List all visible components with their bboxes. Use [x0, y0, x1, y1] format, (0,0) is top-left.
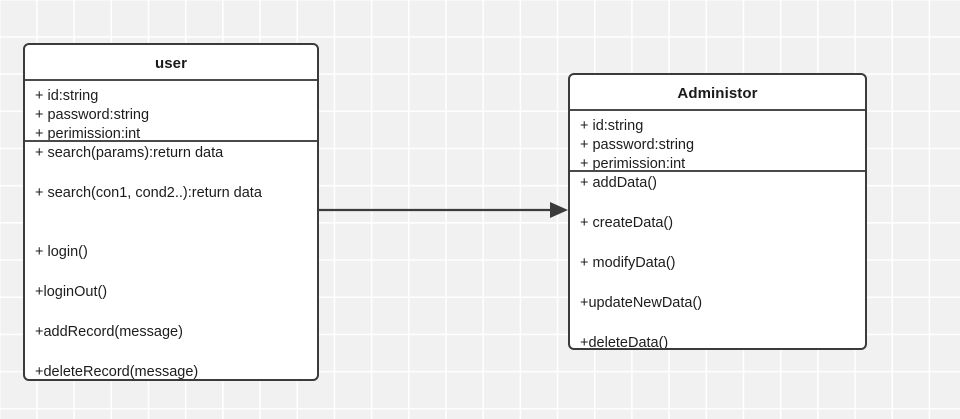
method-row: + createData() — [580, 215, 674, 231]
method-row: +addRecord(message) — [35, 324, 183, 340]
class-divider-attributes-methods — [570, 170, 865, 172]
class-divider-title-attributes — [570, 109, 865, 111]
method-row: +deleteData() — [580, 335, 669, 350]
method-row: + addData() — [580, 175, 657, 191]
class-title-user: user — [154, 55, 188, 72]
attribute-row: + password:string — [35, 107, 150, 123]
attribute-row: + password:string — [580, 137, 695, 153]
arrowhead-filled-triangle — [550, 202, 568, 218]
class-divider-attributes-methods — [25, 140, 317, 142]
association-arrow-user-to-administor[interactable] — [316, 196, 570, 224]
attribute-row: + id:string — [580, 118, 644, 134]
uml-class-administor[interactable]: Administor + id:string + password:string… — [568, 73, 867, 350]
class-divider-title-attributes — [25, 79, 317, 81]
method-row: +loginOut() — [35, 284, 108, 300]
method-row: + search(con1, cond2..):return data — [35, 185, 262, 201]
method-row: + login() — [35, 244, 88, 260]
method-row: +updateNewData() — [580, 295, 703, 311]
attribute-row: + perimission:int — [35, 126, 141, 142]
method-row: + search(params):return data — [35, 145, 224, 161]
uml-class-user[interactable]: user + id:string + password:string + per… — [23, 43, 319, 381]
method-row: + modifyData() — [580, 255, 676, 271]
class-title-administor: Administor — [677, 85, 758, 102]
attribute-row: + id:string — [35, 88, 99, 104]
attribute-row: + perimission:int — [580, 156, 686, 172]
method-row: +deleteRecord(message) — [35, 364, 199, 380]
